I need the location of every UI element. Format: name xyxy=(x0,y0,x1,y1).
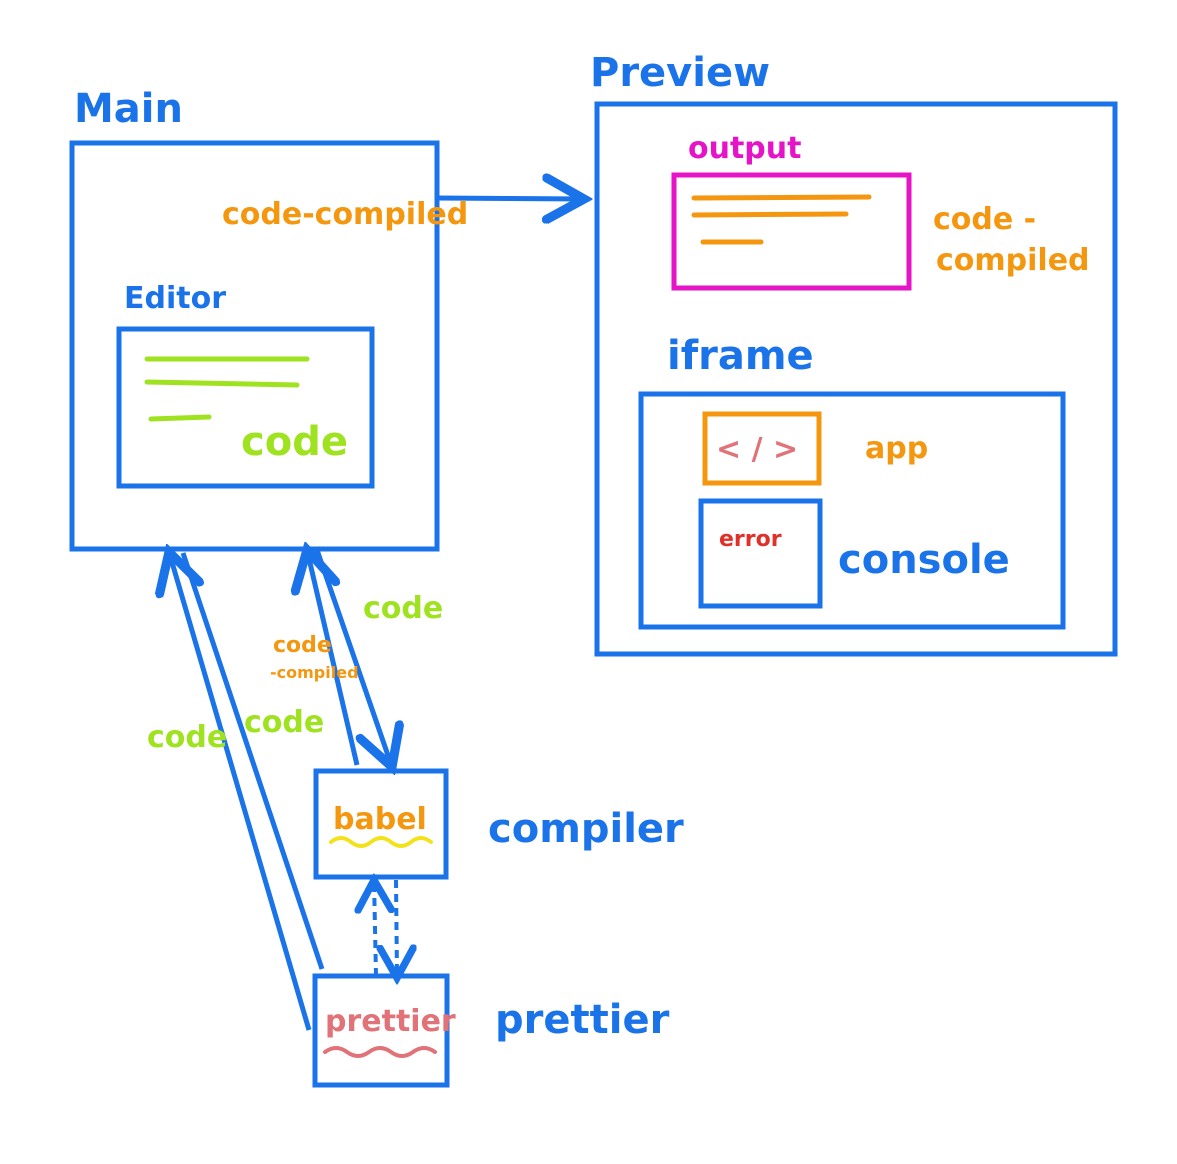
code-label-prettier-left: code xyxy=(147,720,227,755)
babel-underline xyxy=(329,836,433,848)
main-code-compiled-label: code-compiled xyxy=(222,197,468,232)
output-box xyxy=(671,172,912,291)
editor-code-line-3 xyxy=(148,414,212,422)
preview-code-compiled-line-1: code - xyxy=(933,202,1036,237)
main-title: Main xyxy=(74,86,183,132)
main-to-prettier-arrow xyxy=(180,552,325,970)
app-box xyxy=(702,411,822,486)
editor-code-line-2 xyxy=(144,379,300,388)
babel-label: babel xyxy=(333,802,427,837)
console-label: console xyxy=(838,537,1010,583)
prettier-to-main-arrow xyxy=(169,552,312,1031)
preview-code-compiled-line-2: compiled xyxy=(936,243,1090,278)
prettier-to-babel-dashed-arrow xyxy=(374,880,376,977)
output-title: output xyxy=(688,131,801,166)
error-label: error xyxy=(719,527,782,552)
editor-code-label: code xyxy=(241,419,348,465)
main-to-preview-arrow xyxy=(436,198,584,199)
preview-box xyxy=(594,101,1118,657)
code-label-prettier-right: code xyxy=(244,705,324,740)
app-tag-icon: < / > xyxy=(716,432,798,467)
prettier-label: prettier xyxy=(495,997,670,1043)
editor-box xyxy=(116,326,375,489)
prettier-box xyxy=(312,973,450,1088)
app-label: app xyxy=(865,431,928,466)
code-compiled-arrow-label-1: code xyxy=(273,633,332,658)
code-compiled-arrow-label-2: -compiled xyxy=(270,663,359,682)
prettier-box-label: prettier xyxy=(325,1004,456,1039)
editor-title: Editor xyxy=(124,281,226,316)
main-box xyxy=(69,140,440,552)
preview-title: Preview xyxy=(590,50,770,96)
code-label-main-to-babel: code xyxy=(363,591,443,626)
main-to-babel-arrow xyxy=(314,549,392,767)
babel-to-prettier-dashed-arrow xyxy=(396,879,397,978)
prettier-underline xyxy=(323,1046,437,1058)
console-box xyxy=(698,498,823,609)
babel-to-main-arrow xyxy=(307,550,360,766)
output-line-2 xyxy=(691,211,849,218)
compiler-label: compiler xyxy=(488,806,684,852)
iframe-box xyxy=(638,391,1066,630)
output-line-1 xyxy=(691,194,872,201)
iframe-title: iframe xyxy=(667,333,814,379)
